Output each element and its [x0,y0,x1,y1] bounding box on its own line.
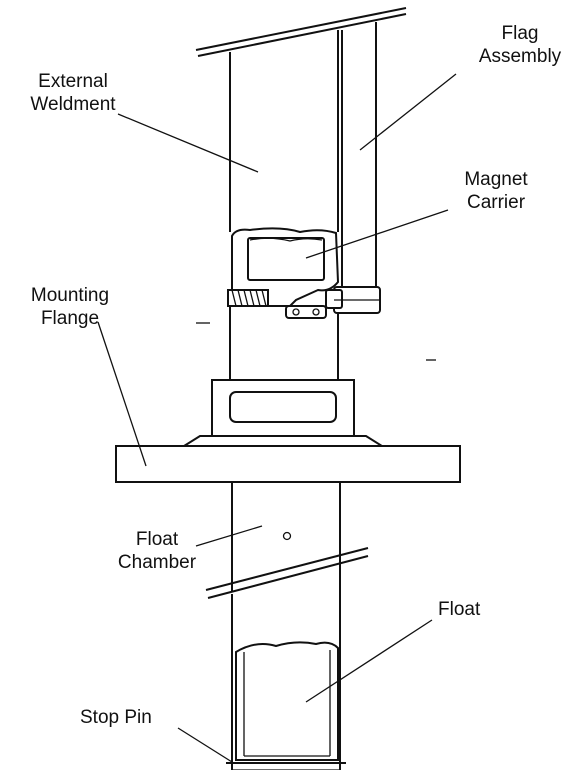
label-magnet-carrier: Magnet Carrier [440,168,552,214]
leader-mounting-flange [97,321,147,467]
label-float-chamber: Float Chamber [102,528,212,574]
external-weldment-tube [229,30,339,232]
label-flag-assembly: Flag Assembly [462,22,578,68]
float-chamber-tube [231,482,341,592]
weldment-lower-tube [196,306,436,380]
leader-float [305,619,433,703]
top-break-line [195,7,407,57]
label-mounting-flange-line1: Mounting [30,285,110,306]
magnet-carrier [227,227,340,319]
label-magnet-carrier-line1: Magnet [464,169,528,190]
leader-stop-pin [177,727,233,763]
flange-hub [180,379,386,447]
flag-assembly-tube [341,22,377,289]
label-external-weldment-line1: External [38,71,108,92]
lower-break-line [205,547,369,599]
label-mounting-flange: Mounting Flange [8,284,132,330]
leader-external-weldment [117,113,259,173]
vent-hole-icon [282,531,292,541]
label-magnet-carrier-line2: Carrier [466,192,526,213]
label-flag-assembly-line1: Flag [501,23,539,44]
leader-lines [97,73,457,763]
leader-float-chamber [195,525,263,547]
label-stop-pin: Stop Pin [80,707,152,728]
label-external-weldment-line2: Weldment [30,94,116,115]
flag-clamp [325,286,381,314]
label-external-weldment: External Weldment [8,70,138,116]
label-float-chamber-line1: Float [135,529,179,550]
leader-flag-assembly [359,73,457,151]
label-flag-assembly-line2: Assembly [478,46,562,67]
lower-chamber [226,556,346,770]
label-float: Float [438,599,481,620]
mounting-flange-plate [115,445,461,483]
label-float-chamber-line2: Chamber [117,552,197,573]
label-mounting-flange-line2: Flange [40,308,100,329]
leader-magnet-carrier [305,209,449,259]
